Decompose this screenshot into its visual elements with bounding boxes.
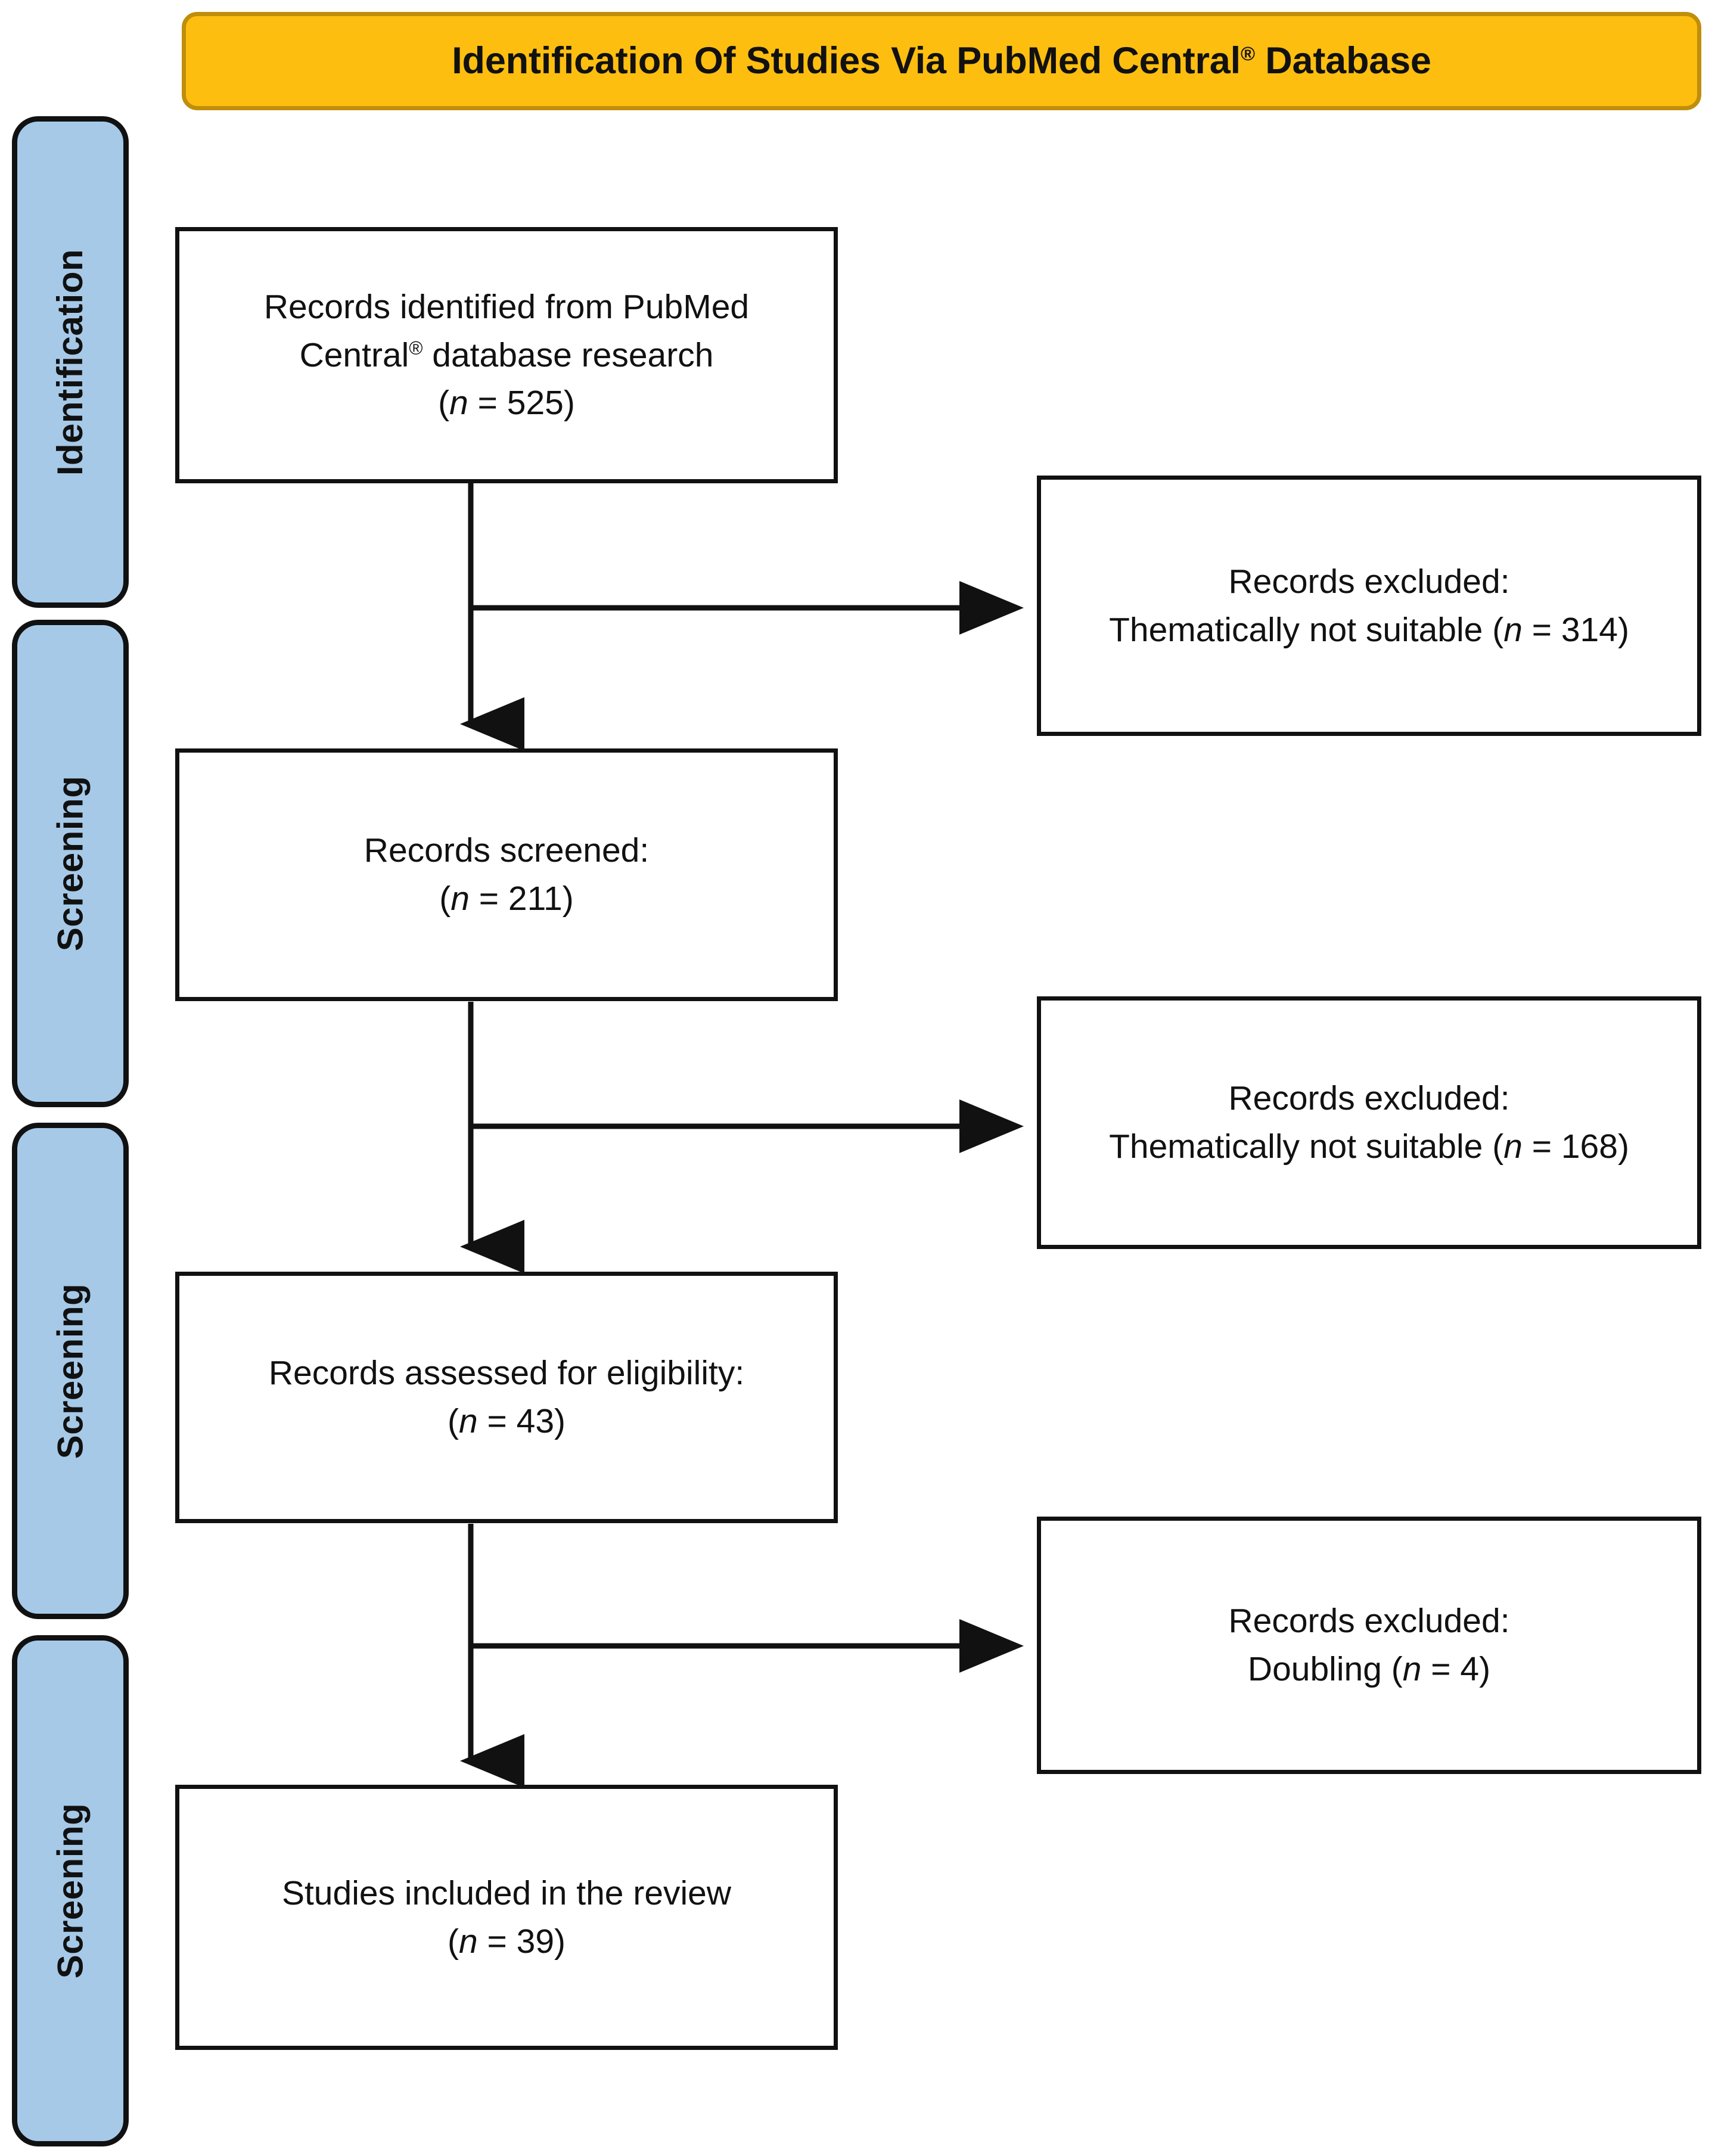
node-line-1: Records excluded: (1228, 1602, 1510, 1641)
node-text: Records excluded: Thematically not suitab… (1109, 558, 1629, 654)
node-text: Records excluded: Doubling (n = 4) (1228, 1597, 1509, 1694)
node-text: Records screened: (n = 211) (364, 827, 649, 923)
node-line-1: Records assessed for eligibility: (268, 1354, 745, 1393)
registered-trademark-icon: ® (409, 337, 423, 359)
phase-band-label: Screening (50, 775, 91, 952)
page-title: Identification Of Studies Via PubMed Cen… (452, 42, 1431, 80)
diagram-title-banner: Identification Of Studies Via PubMed Cen… (182, 12, 1701, 110)
node-count-symbol: n (1503, 1127, 1523, 1166)
phase-band-identification: Identification (12, 116, 129, 608)
node-line-1: Records screened: (363, 831, 650, 870)
node-records-excluded-2: Records excluded: Thematically not suitab… (1037, 996, 1701, 1249)
node-line-1: Records identified from PubMed (263, 287, 750, 326)
node-count-symbol: n (451, 880, 470, 918)
phase-band-label: Identification (50, 248, 90, 476)
phase-band-label: Screening (50, 1283, 91, 1459)
phase-band-screening-2: Screening (12, 1123, 129, 1619)
node-line-2: Doubling ( (1247, 1650, 1403, 1688)
node-line-2: Central (299, 335, 409, 374)
node-count-symbol: n (458, 1922, 478, 1961)
node-count-symbol: n (449, 384, 468, 422)
page-title-suffix: Database (1254, 40, 1431, 82)
node-line-2: Thematically not suitable ( (1109, 1127, 1504, 1166)
node-records-screened: Records screened: (n = 211) (175, 748, 838, 1001)
node-line-2: Thematically not suitable ( (1109, 610, 1504, 649)
node-count-open: ( (439, 880, 451, 918)
node-records-excluded-3: Records excluded: Doubling (n = 4) (1037, 1517, 1701, 1774)
node-count-value: = 43) (477, 1402, 566, 1440)
page-title-main: Identification Of Studies Via PubMed Cen… (452, 40, 1241, 82)
node-count-value: = 211) (469, 880, 574, 918)
phase-band-label: Screening (50, 1803, 91, 1979)
node-count-symbol: n (458, 1402, 478, 1440)
node-count-value: = 4) (1421, 1650, 1491, 1688)
node-records-assessed-for-eligibility: Records assessed for eligibility: (n = 43… (175, 1272, 838, 1523)
node-count-value: = 39) (477, 1922, 566, 1961)
node-line-1: Records excluded: (1228, 1079, 1510, 1118)
node-count-open: ( (438, 384, 450, 422)
node-records-excluded-1: Records excluded: Thematically not suitab… (1037, 476, 1701, 736)
phase-band-screening-3: Screening (12, 1635, 129, 2146)
node-count-open: ( (447, 1402, 459, 1440)
node-studies-included: Studies included in the review (n = 39) (175, 1785, 838, 2050)
node-line-2-suffix: database research (422, 335, 714, 374)
node-count-symbol: n (1402, 1650, 1422, 1688)
node-count-open: ( (447, 1922, 459, 1961)
node-count-value: = 168) (1522, 1127, 1629, 1166)
node-text: Studies included in the review (n = 39) (282, 1869, 731, 1966)
node-count-value: = 525) (468, 384, 575, 422)
node-count-value: = 314) (1522, 610, 1629, 649)
node-line-1: Studies included in the review (281, 1874, 732, 1912)
node-line-1: Records excluded: (1228, 562, 1510, 601)
registered-trademark-icon: ® (1240, 42, 1255, 64)
node-text: Records excluded: Thematically not suitab… (1109, 1074, 1629, 1171)
phase-band-screening-1: Screening (12, 620, 129, 1107)
node-text: Records assessed for eligibility: (n = 43… (269, 1349, 744, 1446)
node-count-symbol: n (1503, 610, 1523, 649)
